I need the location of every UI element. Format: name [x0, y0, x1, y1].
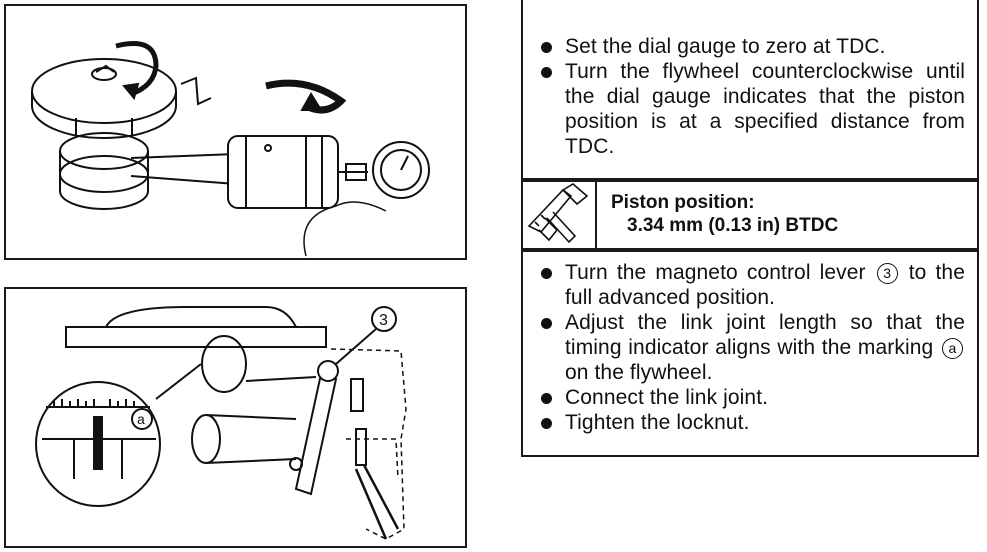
callout-3-circle: 3: [379, 312, 388, 329]
instruction-text: to the full advanced position.: [565, 261, 965, 309]
caliper-icon: [523, 182, 597, 248]
instructions-bottom: Turn the magneto control lever 3 to the …: [521, 250, 979, 457]
instruction-text: on the flywheel.: [565, 361, 713, 384]
instruction-text: Tighten the locknut.: [565, 411, 750, 434]
instruction-text: Connect the link joint.: [565, 386, 769, 409]
callout-a-circle: a: [137, 411, 145, 427]
spec-box: Piston position: 3.34 mm (0.13 in) BTDC: [521, 180, 979, 250]
linkage-drawing: a 3: [35, 306, 407, 540]
linkage-illustration: a 3: [4, 287, 467, 548]
flywheel-drawing: [31, 41, 430, 257]
list-item: Turn the flywheel counterclockwise until…: [523, 59, 977, 159]
spec-label: Piston position:: [611, 192, 755, 213]
instructions-top: Set the dial gauge to zero at TDC. Turn …: [521, 0, 979, 180]
instruction-text: Set the dial gauge to zero at TDC.: [565, 35, 886, 58]
flywheel-dial-gauge-illustration: [4, 4, 467, 260]
list-item: Set the dial gauge to zero at TDC.: [523, 34, 977, 59]
spec-value: 3.34 mm (0.13 in) BTDC: [627, 215, 839, 236]
instruction-text: Adjust the link joint length so that the…: [565, 311, 965, 359]
instruction-text: Turn the flywheel counterclockwise until…: [565, 60, 965, 158]
list-item: Tighten the locknut.: [523, 410, 977, 435]
spec-text: Piston position: 3.34 mm (0.13 in) BTDC: [611, 191, 838, 237]
instruction-text: Turn the magneto control lever: [565, 261, 866, 284]
list-item: Adjust the link joint length so that the…: [523, 310, 977, 385]
ref-3-circle: 3: [876, 263, 898, 284]
instructions-bottom-list: Turn the magneto control lever 3 to the …: [523, 252, 977, 435]
ref-a-circle: a: [942, 338, 963, 359]
instructions-top-list: Set the dial gauge to zero at TDC. Turn …: [523, 0, 977, 159]
list-item: Turn the magneto control lever 3 to the …: [523, 260, 977, 310]
list-item: Connect the link joint.: [523, 385, 977, 410]
